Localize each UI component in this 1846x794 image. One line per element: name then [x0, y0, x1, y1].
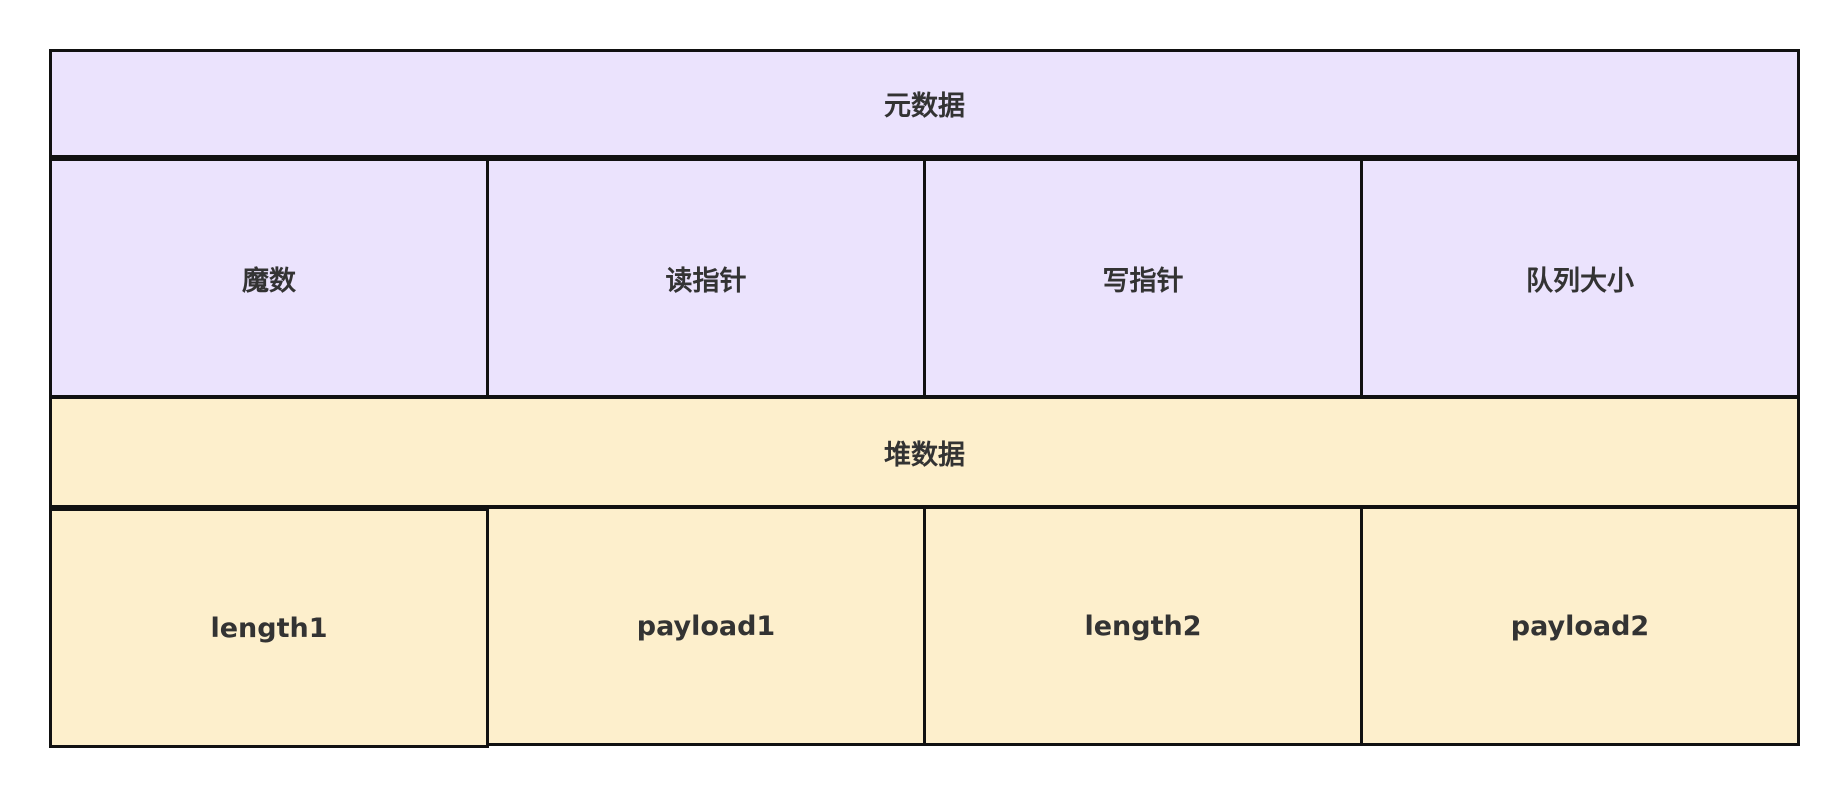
- heap-header: 堆数据: [49, 396, 1800, 508]
- heap-header-label: 堆数据: [884, 439, 965, 471]
- metadata-header: 元数据: [49, 49, 1800, 158]
- field-payload1: payload1: [486, 506, 926, 746]
- field-read-pointer: 读指针: [486, 158, 926, 398]
- field-length1: length1: [49, 508, 489, 748]
- field-write-pointer: 写指针: [923, 158, 1363, 398]
- field-payload1-label: payload1: [636, 610, 776, 642]
- field-queue-size: 队列大小: [1360, 158, 1800, 398]
- field-length2-label: length2: [1084, 610, 1202, 642]
- field-magic-number: 魔数: [49, 158, 489, 398]
- metadata-header-label: 元数据: [884, 91, 965, 122]
- field-length2: length2: [923, 506, 1363, 746]
- field-payload2: payload2: [1360, 506, 1800, 746]
- field-length1-label: length1: [210, 612, 328, 644]
- field-magic-number-label: 魔数: [242, 265, 296, 297]
- field-payload2-label: payload2: [1510, 610, 1650, 642]
- field-read-pointer-label: 读指针: [665, 265, 747, 297]
- field-queue-size-label: 队列大小: [1526, 265, 1634, 297]
- field-write-pointer-label: 写指针: [1102, 265, 1184, 297]
